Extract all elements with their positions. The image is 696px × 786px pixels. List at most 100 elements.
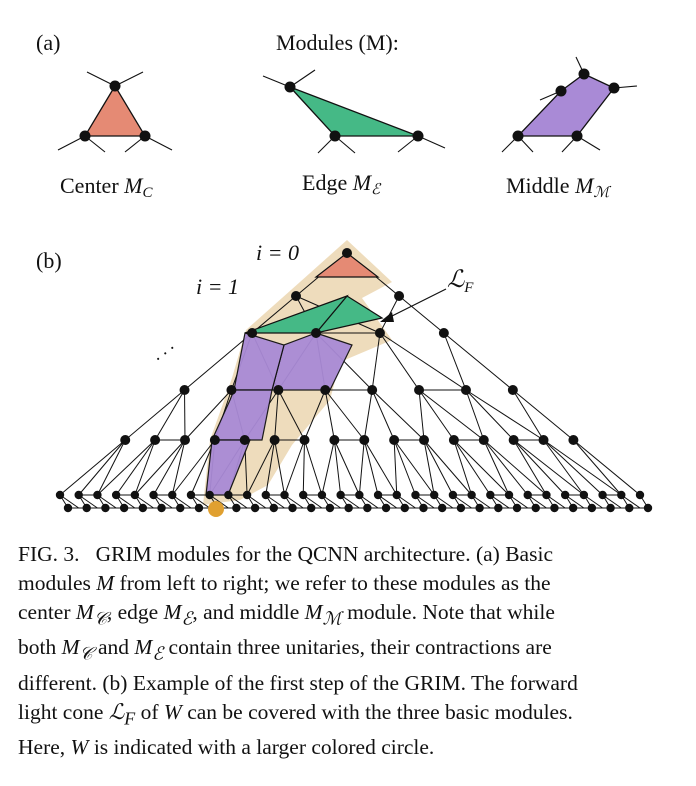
network-node <box>374 328 385 338</box>
network-node <box>55 490 65 500</box>
network-edge <box>171 439 186 496</box>
network-node <box>486 490 495 500</box>
network-edge <box>573 439 641 496</box>
network-node <box>299 490 308 500</box>
network-edge <box>59 439 126 496</box>
network-node <box>168 490 177 500</box>
edge-module-label: Edge Mℰ <box>302 170 382 198</box>
network-node <box>280 490 289 500</box>
network-node <box>448 490 458 500</box>
network-node <box>82 503 91 513</box>
network-edge <box>443 332 467 391</box>
network-edge <box>393 439 398 496</box>
network-node <box>205 490 214 500</box>
caption-line-1: FIG. 3. GRIM modules for the QCNN archit… <box>18 542 553 566</box>
cone-label: ℒF <box>447 267 474 296</box>
network-edge <box>398 295 445 334</box>
caption-line-2: modules M from left to right; we refer t… <box>18 571 551 595</box>
network-edge <box>483 439 547 496</box>
network-node <box>247 328 258 338</box>
panel-b-label: (b) <box>36 248 62 273</box>
network-node <box>419 503 428 513</box>
network-node <box>531 503 540 513</box>
network-node <box>504 490 514 500</box>
layer-label-i1: i = 1 <box>196 274 239 299</box>
network-node <box>437 503 447 513</box>
network-edge <box>124 389 185 441</box>
network-edge <box>96 439 126 496</box>
network-node <box>635 490 645 500</box>
network-edge <box>333 439 342 496</box>
network-edge <box>443 332 514 391</box>
network-edge <box>371 389 425 441</box>
network-edge <box>453 439 473 496</box>
ellipsis: . . . <box>147 334 177 364</box>
network-node <box>239 435 250 445</box>
network-node <box>475 503 484 513</box>
network-edge <box>304 389 326 441</box>
network-edge <box>184 389 232 441</box>
network-node <box>269 435 280 445</box>
network-node <box>400 503 409 513</box>
cone-arrow-head <box>380 312 394 322</box>
caption-line-6: light cone ℒF of W can be covered with t… <box>18 699 573 728</box>
network-node <box>307 503 316 513</box>
network-node <box>460 385 471 395</box>
figure-caption: FIG. 3. GRIM modules for the QCNN archit… <box>18 540 680 762</box>
center-module-label: Center MC <box>60 173 153 201</box>
panel-a-label: (a) <box>36 30 60 55</box>
network-node <box>344 503 353 513</box>
network-node <box>448 435 459 445</box>
network-node <box>419 435 430 445</box>
network-node <box>568 503 578 513</box>
network-node <box>359 435 370 445</box>
network-node <box>414 385 425 395</box>
network-edge <box>97 439 156 496</box>
caption-line-4: both M𝒞 and Mℰ contain three unitaries, … <box>18 635 552 664</box>
network-edge <box>371 389 395 441</box>
network-node <box>186 490 196 500</box>
middle-module-diagram <box>501 56 638 153</box>
network-node <box>542 490 551 500</box>
network-node <box>579 490 589 500</box>
network-edge <box>465 389 485 441</box>
network-node <box>150 435 161 445</box>
network-node <box>232 503 241 513</box>
network-edge <box>134 439 186 496</box>
network-edge <box>358 439 365 496</box>
network-node <box>538 435 549 445</box>
network-edge <box>453 439 491 496</box>
network-edge <box>379 332 467 391</box>
network-edge <box>363 439 398 496</box>
network-node <box>93 490 102 500</box>
network-node <box>291 291 302 301</box>
network-edge <box>483 439 510 496</box>
network-edge <box>513 439 566 496</box>
network-edge <box>265 439 276 496</box>
network-edge <box>513 439 585 496</box>
network-node <box>111 490 121 500</box>
qcnn-network-nodes <box>55 248 653 513</box>
network-node <box>560 490 570 500</box>
network-node <box>411 490 420 500</box>
network-edge <box>321 439 335 496</box>
network-edge <box>513 439 547 496</box>
network-node <box>209 435 220 445</box>
network-edge <box>465 389 515 441</box>
network-edge <box>274 439 286 496</box>
network-edge <box>543 439 585 496</box>
modules-title: Modules (M): <box>276 30 399 55</box>
network-edge <box>363 439 379 496</box>
network-node <box>63 503 73 513</box>
network-edge <box>304 439 323 496</box>
network-node <box>494 503 503 513</box>
network-node <box>456 503 466 513</box>
network-node <box>373 490 383 500</box>
network-edge <box>363 389 373 441</box>
network-edge <box>543 439 603 496</box>
network-node <box>288 503 297 513</box>
network-node <box>587 503 597 513</box>
network-edge <box>465 389 544 441</box>
network-node <box>438 328 449 338</box>
network-edge <box>423 439 435 496</box>
